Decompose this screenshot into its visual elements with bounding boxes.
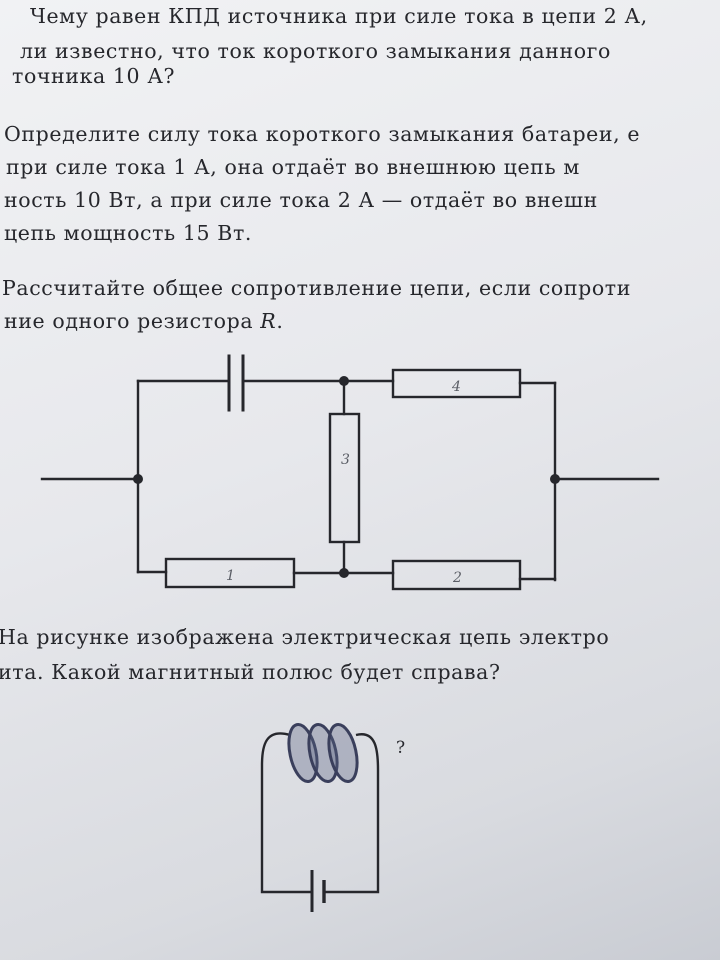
problem-1-line-3: точника 10 А? [12,64,176,88]
resistor-3-label: 3 [341,452,350,468]
junction-dot-bottom [339,568,349,578]
resistor-1-label: 1 [226,568,235,584]
problem-2-line-3: ность 10 Вт, а при силе тока 2 А — отдаё… [4,188,598,212]
problem-3-line-1: Рассчитайте общее сопротивление цепи, ес… [2,276,632,300]
problem-2-line-2: при силе тока 1 А, она отдаёт во внешнюю… [6,155,580,179]
electromagnet-right-wire [324,733,380,894]
junction-dot-top [339,376,349,386]
coil [287,723,359,783]
unknown-pole-question-mark: ? [396,738,405,758]
problem-4-line-1: На рисунке изображена электрическая цепь… [0,625,610,649]
problem-2-line-4: цепь мощность 15 Вт. [4,221,253,245]
junction-dot-left [133,474,143,484]
problem-3-line-2-period: . [276,309,284,333]
junction-dot-right [550,474,560,484]
problem-1-line-1: Чему равен КПД источника при силе тока в… [30,4,648,28]
resistor-2 [391,559,522,591]
problem-2-line-1: Определите силу тока короткого замыкания… [4,122,641,146]
resistor-4-label: 4 [451,379,461,395]
resistance-symbol: R [260,309,277,333]
electromagnet-left-wire [260,732,312,894]
problem-1-line-2: ли известно, что ток короткого замыкания… [20,39,611,63]
resistor-3 [328,412,361,544]
electromagnet-circuit [260,732,380,912]
problem-3-line-2-text: ние одного резистора [4,309,261,333]
problem-4-line-2: ита. Какой магнитный полюс будет справа? [0,660,501,684]
problem-3-line-2: ние одного резистора R. [4,309,283,333]
coil-turn-3 [327,723,359,783]
resistor-2-label: 2 [452,570,462,586]
